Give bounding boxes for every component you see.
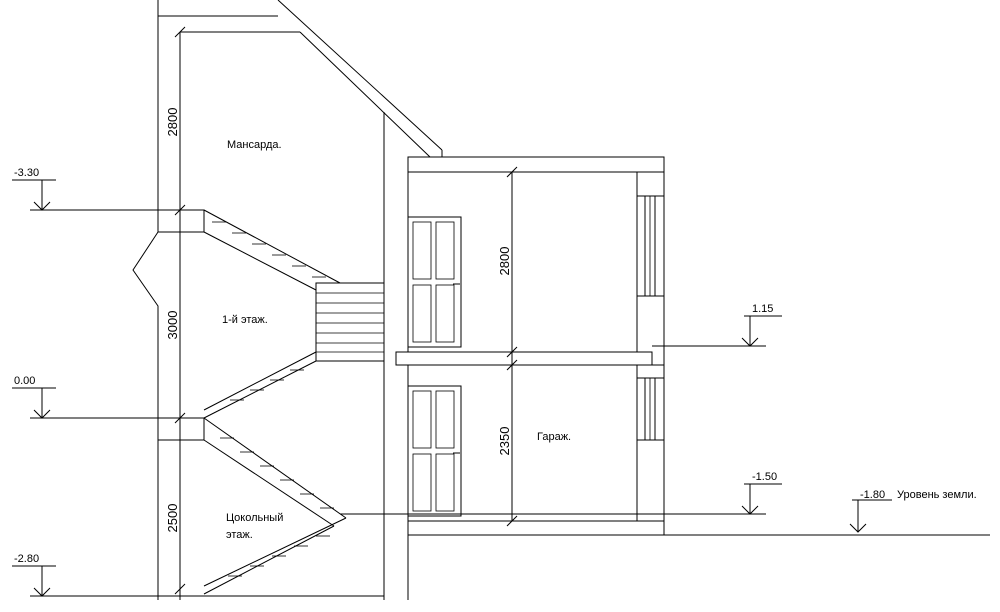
level-label-basement: -2.80 xyxy=(14,553,39,565)
level-mark-garage-floor: -1.50 xyxy=(340,471,782,515)
stair-flight-upper xyxy=(203,209,341,291)
room-label-basement-2: этаж. xyxy=(226,529,253,541)
dim-text-garage: 2350 xyxy=(497,427,512,456)
dim-garage-height: 2350 xyxy=(497,427,512,456)
dimension-line-left xyxy=(174,26,186,600)
room-label-basement-1: Цокольный xyxy=(226,512,283,524)
dim-text-basement: 2500 xyxy=(165,504,180,533)
door-lower xyxy=(407,385,462,517)
level-mark-basement: -2.80 xyxy=(12,553,384,597)
dim-upper-room-height: 2800 xyxy=(497,247,512,276)
level-mark-zero: 0.00 xyxy=(12,375,158,419)
stair-landing-grid xyxy=(315,282,385,362)
garage-structure xyxy=(395,156,665,536)
stair-flight-middle xyxy=(203,351,317,419)
terrain-label: Уровень земли. xyxy=(897,489,977,501)
dim-first-floor-height: 3000 xyxy=(165,311,180,340)
garage-window-upper xyxy=(637,195,664,297)
dim-basement-height: 2500 xyxy=(165,504,180,533)
room-label-attic: Мансарда. xyxy=(227,139,282,151)
dimension-line-garage xyxy=(506,166,518,527)
dim-text-attic: 2800 xyxy=(165,108,180,137)
level-label-zero: 0.00 xyxy=(14,375,35,387)
room-label-garage: Гараж. xyxy=(537,431,571,443)
dim-text-upper-room: 2800 xyxy=(497,247,512,276)
door-upper xyxy=(407,216,462,348)
level-label-attic: -3.30 xyxy=(14,167,39,179)
dim-text-first-floor: 3000 xyxy=(165,311,180,340)
stair-flight-lower xyxy=(203,417,347,527)
level-label-garage-upper: 1.15 xyxy=(752,303,773,315)
dim-attic-height: 2800 xyxy=(165,108,180,137)
level-label-terrain: -1.80 xyxy=(860,489,885,501)
level-mark-attic: -3.30 xyxy=(12,167,158,211)
level-mark-terrain: -1.80 Уровень земли. xyxy=(664,489,990,536)
garage-window-lower xyxy=(637,377,664,441)
level-label-garage-floor: -1.50 xyxy=(752,471,777,483)
level-mark-garage-upper: 1.15 xyxy=(652,303,782,347)
stair-flight-bottom xyxy=(203,517,347,595)
floor-slabs-left xyxy=(157,209,205,441)
room-label-first-floor: 1-й этаж. xyxy=(222,314,268,326)
roof xyxy=(158,0,443,158)
